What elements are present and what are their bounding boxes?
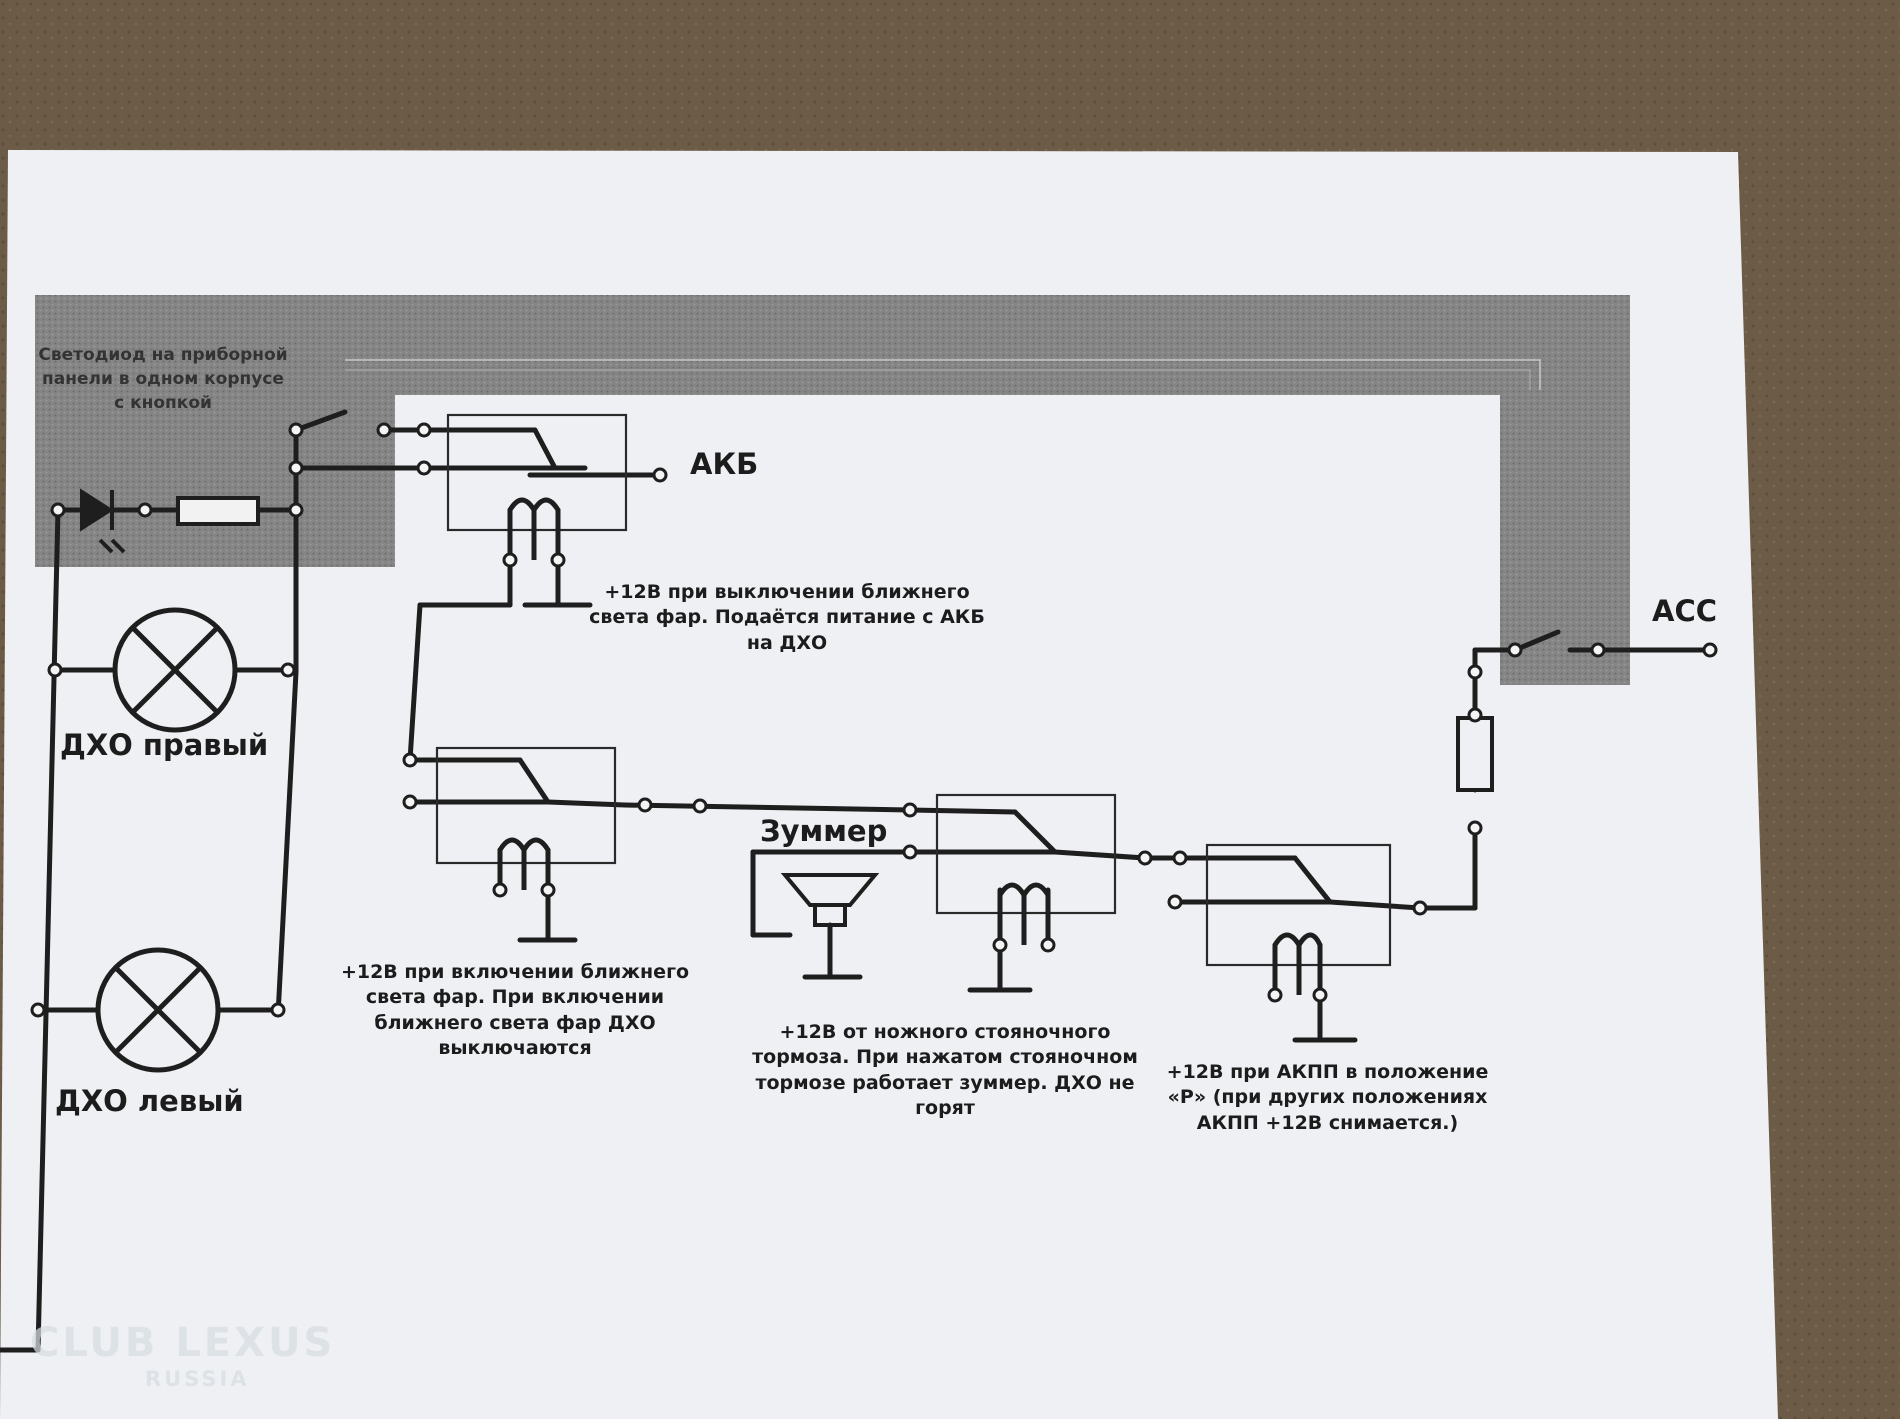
relay4-note: +12В при АКПП в положение «Р» (при други… [1166,1061,1489,1134]
lamp-left-icon [95,947,221,1073]
led-diode-icon [80,488,126,554]
terminals [30,422,1718,1018]
relay3-note: +12В от ножного стояночного тормоза. При… [752,1021,1138,1119]
relay-1 [446,413,628,532]
relay1-note: +12В при выключении ближнего света фар. … [589,581,985,654]
buzzer-speaker-icon [780,873,880,927]
terminal-acc-label: ACC [1652,594,1718,628]
highlight-zone [35,295,1630,685]
relay2-note: +12В при включении ближнего света фар. П… [340,961,690,1059]
terminal-akb-label: АКБ [690,447,759,481]
led-panel-label: Светодиод на приборной панели в одном ко… [38,345,288,413]
buzzer-label: Зуммер [760,814,888,848]
watermark-sub: RUSSIA [145,1367,250,1391]
drl-right-label: ДХО правый [60,728,269,762]
resistor-icon [176,496,260,526]
drl-left-label: ДХО левый [55,1084,244,1118]
fuse-icon [1456,716,1494,792]
relay-coils [497,497,1323,995]
lamp-right-icon [112,607,238,733]
watermark-brand: CLUB LEXUS [30,1320,336,1366]
